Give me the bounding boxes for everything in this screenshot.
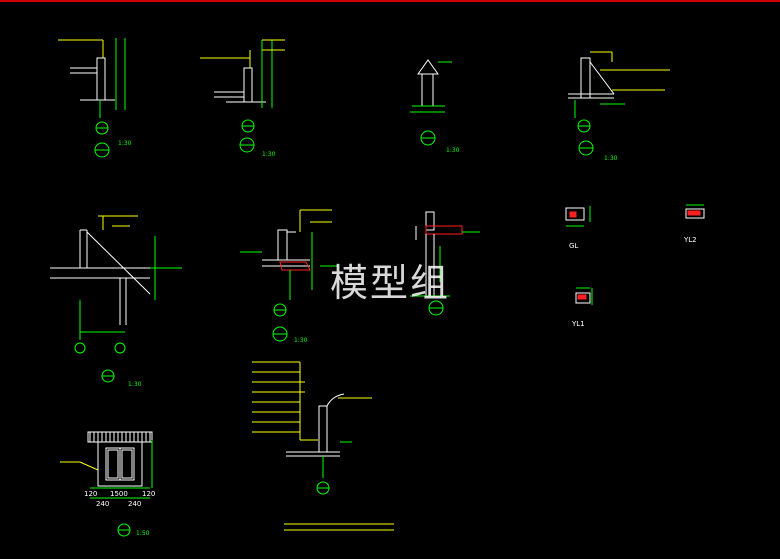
scale-label: 1:30 [118, 140, 132, 147]
door-dimension: 120 [142, 490, 155, 498]
door-dimension: 1500 [110, 490, 128, 498]
detail-4 [568, 51, 670, 156]
detail-1 [58, 38, 126, 158]
detail-2 [200, 39, 285, 153]
section-label-yl2: YL2 [683, 236, 697, 244]
door-dimension: 240 [96, 500, 109, 508]
watermark: 模型组 [330, 261, 450, 305]
scale-label: 1:30 [294, 337, 308, 344]
door-dimension: 120 [84, 490, 97, 498]
scale-label: 1:30 [262, 151, 276, 158]
detail-5 [50, 215, 182, 383]
door-elevation [60, 431, 153, 537]
section-gl [565, 206, 591, 227]
drawing-labels: 1:30 1:30 1:30 1:30 1:30 1:30 1:50 GL YL… [84, 140, 697, 537]
detail-6 [240, 209, 338, 342]
frame-top-border [0, 0, 780, 2]
door-dimension: 240 [128, 500, 141, 508]
scale-label: 1:30 [604, 155, 618, 162]
section-label-gl: GL [569, 242, 578, 250]
detail-7 [410, 211, 480, 316]
scale-label: 1:30 [446, 147, 460, 154]
section-yl1 [575, 287, 593, 305]
scale-label: 1:50 [136, 530, 150, 537]
section-yl2 [685, 204, 705, 219]
detail-3 [410, 59, 452, 146]
section-label-yl1: YL1 [571, 320, 585, 328]
scale-label: 1:30 [128, 381, 142, 388]
notes-detail [252, 361, 394, 531]
